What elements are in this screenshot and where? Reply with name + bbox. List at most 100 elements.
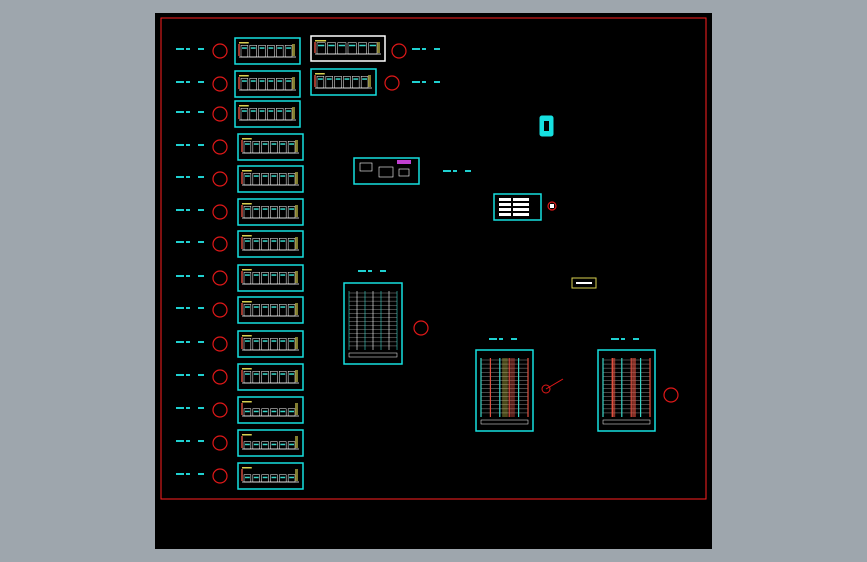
- sheet-label: [176, 241, 204, 243]
- sheet-detail: [250, 80, 256, 82]
- sheet-detail: [242, 269, 252, 271]
- sheet-detail: [295, 271, 298, 283]
- sheet-title-strip: [602, 419, 651, 425]
- sheet-detail: [245, 410, 250, 413]
- sheet-detail: [242, 110, 247, 112]
- sheet-detail: [238, 77, 240, 89]
- sheet-detail: [513, 208, 529, 211]
- drawing-sheet: [237, 330, 304, 358]
- drawing-sheet: [234, 100, 301, 128]
- sheet-detail: [241, 172, 243, 184]
- sheet-building-block: [267, 78, 275, 91]
- sheet-detail: [499, 203, 511, 206]
- sheet-detail: [242, 467, 252, 469]
- second-sheet-column[interactable]: [310, 35, 440, 96]
- label-glyph: [443, 170, 451, 172]
- sheet-building-block: [347, 42, 357, 55]
- sheet-detail: [377, 42, 380, 53]
- drawing-marker-circle: [384, 75, 400, 91]
- cad-model-viewport[interactable]: [155, 13, 712, 549]
- label-glyph: [358, 270, 366, 272]
- label-glyph: [198, 473, 204, 475]
- left-sheet-column[interactable]: [176, 37, 304, 490]
- drawing-canvas[interactable]: [155, 13, 712, 549]
- sheet-building-block: [270, 272, 278, 285]
- sheet-detail: [241, 140, 243, 152]
- sheet-detail: [253, 143, 259, 145]
- sheet-building-block: [337, 42, 347, 55]
- sheet-title-strip: [348, 352, 398, 358]
- sheet-detail: [499, 198, 511, 201]
- sheet-detail: [239, 105, 249, 107]
- label-glyph: [412, 48, 420, 50]
- sheet-building-block: [243, 238, 252, 251]
- label-glyph: [198, 407, 204, 409]
- sheet-building-block: [261, 371, 269, 384]
- drawing-sheet: [237, 462, 304, 490]
- sheet-building-block: [279, 474, 287, 483]
- sheet-detail: [242, 368, 252, 370]
- sheet-detail: [262, 240, 268, 242]
- sheet-detail: [253, 476, 259, 479]
- sheet-detail: [295, 469, 298, 481]
- sheet-detail: [271, 373, 277, 375]
- sheet-detail: [295, 237, 298, 249]
- sheet-detail: [378, 166, 394, 178]
- sheet-building-block: [316, 76, 325, 89]
- sheet-detail: [268, 110, 274, 112]
- sheet-detail: [292, 107, 295, 119]
- sheet-detail: [280, 373, 286, 375]
- sheet-detail: [286, 80, 291, 82]
- sheet-detail: [242, 138, 252, 140]
- sheet-label: [176, 407, 204, 409]
- sheet-detail: [262, 208, 268, 210]
- label-glyph: [176, 209, 184, 211]
- label-glyph: [176, 241, 184, 243]
- sheet-label: [176, 440, 204, 442]
- drawing-marker-circle: [212, 369, 228, 385]
- sheet-building-block: [279, 371, 287, 384]
- detail-tag-inner: [544, 121, 549, 131]
- drawing-marker-circle: [212, 171, 228, 187]
- sheet-detail: [241, 469, 243, 481]
- sheet-building-block: [270, 141, 278, 154]
- sheet-detail: [245, 476, 250, 479]
- sheet-building-block: [276, 78, 284, 91]
- label-glyph: [198, 111, 204, 113]
- sheet-detail: [241, 370, 243, 382]
- sheet-building-block: [279, 173, 287, 186]
- sheet-highlight: [611, 358, 616, 417]
- misc-elements[interactable]: [353, 115, 597, 394]
- sheet-building-block: [267, 108, 275, 121]
- label-glyph: [186, 275, 190, 277]
- drawing-marker-circle: [212, 435, 228, 451]
- sheet-detail: [241, 403, 243, 415]
- sheet-detail: [499, 208, 511, 211]
- sheet-detail: [277, 110, 283, 112]
- sheet-building-block: [252, 474, 260, 483]
- sheet-building-block: [243, 441, 252, 450]
- label-glyph: [465, 170, 471, 172]
- drawing-marker-circle: [212, 76, 228, 92]
- sheet-detail: [335, 78, 341, 80]
- sheet-building-block: [279, 441, 287, 450]
- sheet-detail: [242, 335, 252, 337]
- label-glyph: [499, 338, 503, 340]
- label-glyph: [186, 144, 190, 146]
- label-glyph: [186, 440, 190, 442]
- tall-drawing-sheet: [343, 282, 403, 365]
- tall-sheets[interactable]: [343, 270, 679, 432]
- drawing-sheet: [237, 363, 304, 391]
- section-marker-line: [545, 378, 564, 390]
- sheet-detail: [271, 240, 277, 242]
- sheet-highlight: [510, 358, 515, 417]
- label-glyph: [198, 209, 204, 211]
- label-glyph: [198, 241, 204, 243]
- sheet-detail: [253, 443, 259, 446]
- sheet-building-block: [252, 173, 260, 186]
- sheet-detail: [262, 306, 268, 308]
- sheet-detail: [295, 205, 298, 217]
- label-glyph: [198, 341, 204, 343]
- drawing-marker-circle: [547, 201, 557, 211]
- sheet-building-block: [358, 42, 367, 55]
